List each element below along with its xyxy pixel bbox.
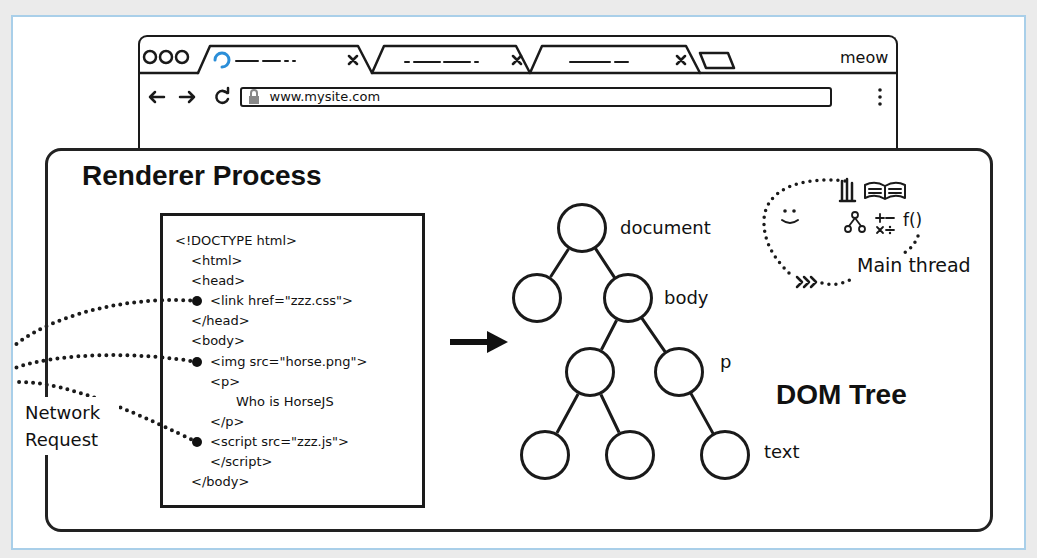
request-line	[15, 300, 197, 345]
circle-outline	[702, 432, 749, 479]
menu-dot	[878, 102, 882, 106]
tree-icon	[852, 212, 858, 218]
thread-chevrons	[797, 277, 816, 287]
menu-dot	[878, 88, 882, 92]
window-button	[160, 51, 172, 63]
code-line: <link href="zzz.css">	[210, 291, 353, 311]
tree-icon	[845, 226, 851, 232]
url-text: www.mysite.com	[270, 89, 381, 105]
code-line: <script src="zzz.js">	[210, 432, 349, 452]
tab-baseline	[140, 72, 896, 75]
function-label: f()	[903, 209, 922, 231]
code-line: </head>	[191, 311, 250, 331]
panel-heading: Renderer Process	[82, 160, 322, 192]
circle-outline	[605, 275, 652, 322]
circle-outline	[603, 273, 653, 323]
tree-circle	[567, 349, 614, 396]
request-dot	[192, 357, 202, 367]
menu-dot	[878, 95, 882, 99]
network-request-label: Network Request	[23, 397, 119, 455]
renderer-process-panel: Renderer Process <!DOCTYPE html><html><he…	[45, 148, 993, 532]
html-source-box: <!DOCTYPE html><html><head><link href="z…	[160, 213, 425, 508]
tab-close-icon	[349, 56, 685, 64]
browser-window: meow www.mysite.com	[138, 35, 898, 148]
dom-node-label: p	[720, 351, 731, 373]
code-line: <head>	[191, 271, 245, 291]
dom-node-circle: body	[603, 273, 653, 323]
tree-icon	[849, 218, 861, 226]
dom-node-circle: text	[700, 430, 750, 480]
dom-node-label: text	[764, 441, 800, 463]
code-line: <p>	[210, 372, 240, 392]
dom-node-circle: document	[557, 203, 607, 253]
parse-arrowhead	[487, 331, 508, 353]
tree-circle	[522, 432, 569, 479]
tree-edge	[596, 249, 615, 277]
main-thread-label: Main thread	[857, 253, 971, 277]
circle-outline	[700, 430, 750, 480]
address-bar: www.mysite.com	[240, 87, 832, 107]
dom-tree-label: DOM Tree	[776, 378, 907, 412]
loading-spinner	[215, 53, 229, 67]
smiley-eye	[783, 209, 787, 213]
circle-outline	[654, 347, 704, 397]
browser-label: meow	[840, 49, 888, 67]
circle-outline	[559, 205, 606, 252]
tree-edge	[642, 319, 665, 352]
dom-node-label: document	[620, 217, 711, 239]
tree-icon	[859, 226, 865, 232]
circle-outline	[557, 203, 607, 253]
circle-outline	[656, 349, 703, 396]
pencils-icon	[840, 179, 855, 201]
dom-node-circle: p	[654, 347, 704, 397]
tab-scribble	[236, 61, 628, 62]
code-line: <img src="horse.png">	[210, 352, 367, 372]
window-button	[176, 51, 188, 63]
dom-tree-illustration	[514, 249, 654, 479]
book-icon	[865, 183, 905, 199]
reload-icon	[216, 88, 228, 103]
slide-frame	[12, 16, 1025, 549]
smiley-eye	[792, 209, 796, 213]
tree-edge	[691, 394, 713, 433]
tree-circle	[514, 275, 561, 322]
tree-branch	[551, 249, 620, 433]
request-dot	[192, 437, 202, 447]
browser-chrome	[140, 46, 896, 103]
dom-node-label: body	[664, 287, 709, 309]
window-button	[144, 51, 156, 63]
request-line	[15, 355, 197, 368]
tree-circle	[607, 432, 654, 479]
math-signs-icon	[889, 226, 891, 228]
nav-arrow-icon	[150, 92, 194, 102]
code-line: <html>	[191, 251, 242, 271]
code-line: </body>	[191, 472, 249, 492]
code-line: </p>	[210, 412, 244, 432]
lock-icon	[249, 96, 259, 104]
code-line: </script>	[210, 452, 272, 472]
code-line: Who is HorseJS	[236, 392, 334, 412]
lock-icon	[251, 90, 257, 96]
math-signs-icon	[876, 214, 894, 233]
math-signs-icon	[889, 232, 891, 234]
code-line: <!DOCTYPE html>	[175, 231, 297, 251]
smiley-mouth	[782, 220, 798, 223]
request-dot	[192, 296, 202, 306]
tab-outline	[198, 46, 734, 73]
parse-arrow	[450, 339, 492, 345]
code-line: <body>	[191, 331, 245, 351]
